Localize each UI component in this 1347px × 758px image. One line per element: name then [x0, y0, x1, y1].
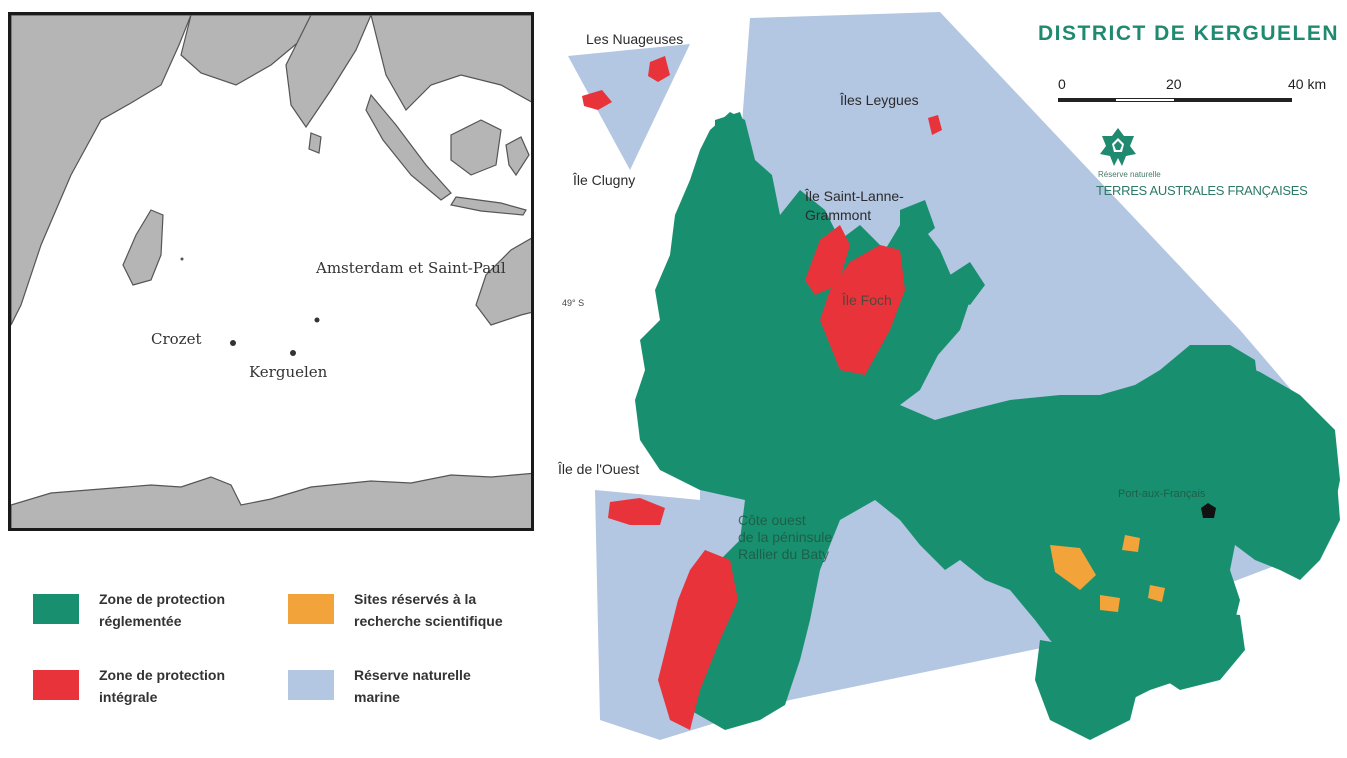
scale-bar: 0 20 40 km	[1058, 76, 1347, 116]
courbet-peninsula	[1130, 360, 1340, 565]
scale-label-20: 20	[1166, 76, 1182, 92]
kerguelen-dot	[290, 350, 296, 356]
scale-segment-3	[1174, 98, 1292, 102]
north-island-2	[950, 262, 985, 305]
north-island-1	[900, 200, 935, 245]
legend-label: Zone de protection réglementée	[99, 591, 225, 629]
tortoise-shell-star-icon	[1100, 128, 1136, 166]
amsterdam-label: Amsterdam et Saint-Paul	[316, 259, 506, 277]
legend-label: Sites réservés à la recherche scientifiq…	[354, 591, 503, 629]
legend-label: Réserve naturelle marine	[354, 667, 471, 705]
latitude-label: 49° S	[562, 298, 585, 308]
scale-label-40km: 40 km	[1288, 76, 1327, 92]
north-island-3	[715, 112, 750, 160]
legend-label: Zone de protection intégrale	[99, 667, 225, 705]
label-ile-saint-lanne-grammont: Île Saint-Lanne- Grammont	[805, 188, 904, 223]
label-port-aux-francais: Port-aux-Français	[1118, 488, 1206, 500]
legend-swatch-green	[33, 594, 79, 624]
borneo-island	[450, 119, 502, 176]
label-iles-leygues: Îles Leygues	[840, 92, 919, 108]
legend-item-sites-recherche: Sites réservés à la recherche scientifiq…	[288, 588, 503, 632]
ile-de-l-ouest-red-zone	[608, 498, 665, 525]
southern-lobe-west	[1035, 640, 1140, 740]
inset-map-indian-ocean: Amsterdam et Saint-Paul Crozet Kerguelen	[8, 12, 534, 531]
research-site-1	[1050, 545, 1096, 590]
crozet-dot	[230, 340, 236, 346]
research-site-4	[1100, 595, 1120, 612]
legend-item-reserve-marine: Réserve naturelle marine	[288, 664, 471, 708]
sulawesi-island	[505, 136, 530, 177]
logo-subtitle: Réserve naturelle	[1098, 170, 1161, 179]
mauritius-dot	[180, 257, 184, 261]
logo-organization: TERRES AUSTRALES FRANÇAISES	[1096, 183, 1308, 198]
africa-landmass	[11, 15, 192, 326]
map-title: DISTRICT DE KERGUELEN	[1037, 22, 1339, 45]
legend-swatch-orange	[288, 594, 334, 624]
label-ile-clugny: Île Clugny	[573, 172, 636, 188]
foch-red-zone	[820, 245, 905, 375]
legend-item-protection-reglementee: Zone de protection réglementée	[33, 588, 225, 632]
australia-landmass	[475, 237, 531, 326]
inset-map-svg	[11, 15, 531, 528]
sumatra-island	[365, 93, 452, 201]
sri-lanka-island	[308, 132, 322, 154]
legend-item-protection-integrale: Zone de protection intégrale	[33, 664, 225, 708]
kerguelen-label: Kerguelen	[249, 363, 328, 381]
java-island	[450, 196, 527, 216]
crozet-label: Crozet	[151, 330, 202, 348]
cote-ouest-red-zone	[658, 550, 738, 730]
scale-label-0: 0	[1058, 76, 1066, 92]
legend-swatch-blue	[288, 670, 334, 700]
label-ile-foch: Île Foch	[842, 292, 892, 308]
amsterdam-dot	[314, 317, 320, 323]
research-site-3	[1148, 585, 1165, 602]
southern-lobe-east	[1140, 610, 1245, 690]
research-site-2	[1122, 535, 1140, 552]
antarctica-landmass	[11, 472, 531, 528]
scale-segment-1	[1058, 98, 1116, 102]
southeast-asia-landmass	[370, 15, 531, 111]
leygues-red-zone	[928, 115, 942, 135]
legend-swatch-red	[33, 670, 79, 700]
nuageuses-red-zone	[648, 56, 670, 82]
label-cote-ouest-rallier-du-baty: Côte ouest de la péninsule Rallier du Ba…	[738, 512, 833, 562]
kerguelen-map-svg	[568, 12, 1340, 740]
madagascar-island	[122, 209, 164, 286]
label-ile-de-l-ouest: Île de l'Ouest	[558, 461, 640, 477]
label-les-nuageuses: Les Nuageuses	[586, 31, 684, 47]
port-aux-francais-marker	[1201, 503, 1216, 518]
saint-lanne-red-zone	[805, 225, 850, 295]
scale-segment-2	[1116, 98, 1174, 102]
marine-reserve-nuageuses	[568, 44, 690, 170]
nuageuses-red-zone-2	[582, 90, 612, 110]
india-landmass	[285, 15, 372, 129]
